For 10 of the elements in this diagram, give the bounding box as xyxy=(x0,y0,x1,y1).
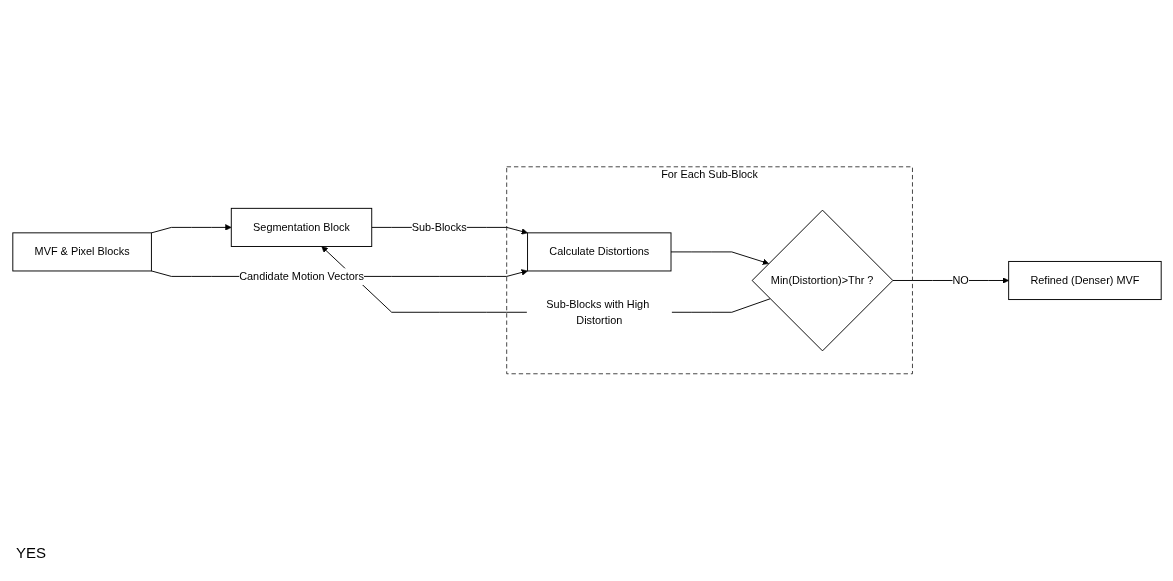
node-box: Calculate Distortions xyxy=(526,232,671,272)
node-box: Refined (Denser) MVF xyxy=(1007,260,1162,300)
edge-label: Candidate Motion Vectors xyxy=(238,269,364,282)
node-box: Segmentation Block xyxy=(230,207,372,247)
edge-label: Sub-Blocks xyxy=(411,220,467,233)
node-diamond: Min(Distortion)>Thr ? xyxy=(751,209,893,352)
node-box: MVF & Pixel Blocks xyxy=(11,232,152,272)
edge-label: Sub-Blocks with High Distortion xyxy=(545,297,649,326)
note-label: YES xyxy=(16,544,46,561)
edge-label: NO xyxy=(951,273,969,286)
